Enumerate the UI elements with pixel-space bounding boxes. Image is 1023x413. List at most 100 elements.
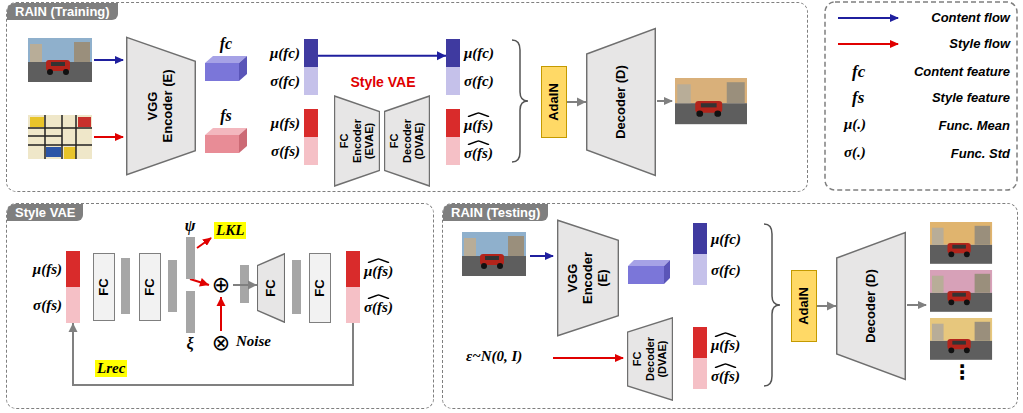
legend-text: Func. Std bbox=[898, 144, 1010, 164]
statistics-bar bbox=[346, 251, 360, 323]
loss-term: Lrec bbox=[95, 360, 127, 377]
latent-bar bbox=[186, 237, 195, 279]
connector-line bbox=[318, 55, 446, 57]
mean-part bbox=[304, 109, 318, 137]
connector bbox=[233, 281, 257, 290]
legend-text: Style flow bbox=[898, 34, 1010, 54]
block-label: FC bbox=[264, 267, 279, 309]
latent-bar bbox=[186, 291, 195, 333]
layer-box: FC bbox=[139, 253, 161, 321]
block-label: FC bbox=[143, 257, 158, 317]
block-label: FC Decoder (DVAE) bbox=[631, 334, 669, 384]
legend-symbol: fc bbox=[852, 62, 865, 82]
feature-label: fs bbox=[201, 107, 251, 125]
connector bbox=[190, 278, 209, 287]
panel-title: RAIN (Testing) bbox=[443, 204, 548, 221]
statistic-label: μ(fs) bbox=[33, 261, 62, 278]
statistic-label: σ(fs) bbox=[711, 363, 740, 385]
block-label: Decoder (D) bbox=[864, 261, 879, 351]
connector bbox=[817, 302, 836, 311]
feature-label: fc bbox=[201, 35, 251, 53]
mean-part bbox=[693, 223, 707, 254]
tensor-drawing bbox=[201, 125, 251, 157]
module-group: Style VAE FC Encoder (EVAE)FC Decoder (DV… bbox=[328, 73, 438, 191]
block-label: VGG Encoder (E) bbox=[146, 64, 176, 148]
operator-node: ⊕ bbox=[209, 273, 233, 297]
statistics-bar bbox=[66, 251, 80, 323]
feature-tensor: fs bbox=[201, 107, 251, 157]
mean-part bbox=[66, 251, 80, 287]
std-part bbox=[446, 67, 460, 95]
latent-vector: ξ bbox=[179, 291, 201, 353]
connector-line bbox=[73, 323, 353, 385]
trapezoid-network: FC bbox=[257, 253, 285, 323]
legend-symbol: μ(.) bbox=[844, 116, 866, 133]
operator-symbol: ⊗ bbox=[212, 332, 230, 354]
statistics-vector: μ(fc)σ(fc) bbox=[693, 223, 759, 285]
std-part bbox=[304, 137, 318, 165]
block-label: FC bbox=[313, 257, 328, 319]
dashed-panel: RAIN (Testing) VGG Encoder (E) μ(fc)σ(fc) F… bbox=[442, 203, 1018, 409]
layer-box: FC bbox=[309, 253, 331, 323]
statistic-label: σ(fs) bbox=[464, 140, 493, 162]
statistics-vector: μ(fs)σ(fs) bbox=[16, 251, 80, 323]
operator-symbol: ⊕ bbox=[212, 274, 230, 296]
trapezoid-network: FC Encoder (EVAE) bbox=[334, 95, 380, 187]
loss-term: LKL bbox=[214, 222, 246, 239]
statistic-label: σ(fc) bbox=[270, 73, 300, 90]
statistics-bar bbox=[446, 109, 460, 165]
statistics-vector: μ(fs) σ(fs) bbox=[693, 327, 759, 389]
sampling-label: ε~N(0, I) bbox=[466, 348, 522, 365]
mean-part bbox=[446, 39, 460, 67]
mean-part bbox=[304, 39, 318, 67]
std-part bbox=[693, 254, 707, 285]
statistic-label: σ(fc) bbox=[464, 73, 494, 90]
std-part bbox=[446, 137, 460, 165]
layer-box: AdaIN bbox=[791, 270, 817, 342]
statistics-vector: μ(fs)σ(fs) bbox=[256, 109, 318, 165]
std-part bbox=[346, 287, 360, 323]
dashed-panel: RAIN (Training) VGG Encoder (E) fc fs μ(fc) σ… bbox=[6, 2, 808, 192]
legend-text: Content flow bbox=[898, 8, 1010, 28]
statistic-label: μ(fc) bbox=[464, 45, 494, 62]
legend-symbol: fs bbox=[852, 88, 864, 108]
statistic-label: μ(fs) bbox=[364, 258, 393, 280]
statistics-bar bbox=[693, 223, 707, 285]
tensor-drawing bbox=[201, 53, 251, 85]
block-label: Decoder (D) bbox=[614, 57, 629, 147]
arrowhead bbox=[827, 302, 836, 311]
arrowhead bbox=[69, 323, 78, 332]
arrowhead bbox=[437, 51, 446, 60]
operator-node: ⊗ bbox=[209, 331, 233, 355]
statistic-label: μ(fs) bbox=[711, 332, 740, 354]
noise-label: Noise bbox=[236, 333, 271, 350]
connector bbox=[567, 98, 586, 107]
statistics-bar bbox=[304, 39, 318, 95]
trapezoid-network: FC Decoder (DVAE) bbox=[384, 95, 430, 187]
statistics-vector: μ(fc) σ(fc) bbox=[256, 39, 318, 95]
connector bbox=[69, 323, 354, 385]
latent-label: ψ bbox=[179, 217, 201, 235]
statistics-bar bbox=[446, 39, 460, 95]
statistic-label: μ(fs) bbox=[271, 115, 300, 132]
panel-title: RAIN (Training) bbox=[7, 3, 118, 20]
block-label: VGG Encoder (E) bbox=[566, 243, 611, 314]
legend-text: Func. Mean bbox=[898, 116, 1010, 136]
statistics-bar bbox=[304, 109, 318, 165]
arrowhead bbox=[577, 98, 586, 107]
connector bbox=[217, 297, 226, 331]
connector bbox=[318, 51, 446, 60]
statistic-label: μ(fc) bbox=[711, 230, 741, 247]
statistics-vector: μ(fs)σ(fs) bbox=[446, 109, 508, 165]
block-label: AdaIN bbox=[547, 70, 562, 134]
std-part bbox=[304, 67, 318, 95]
group-title: Style VAE bbox=[328, 73, 438, 91]
layer-box: AdaIN bbox=[541, 66, 567, 138]
block-label: FC Decoder (DVAE) bbox=[388, 114, 426, 169]
std-part bbox=[693, 358, 707, 389]
statistic-label: μ(fc) bbox=[270, 45, 300, 62]
trapezoid-network: Decoder (D) bbox=[586, 27, 656, 177]
mean-part bbox=[346, 251, 360, 287]
legend-text: Content feature bbox=[898, 62, 1010, 82]
